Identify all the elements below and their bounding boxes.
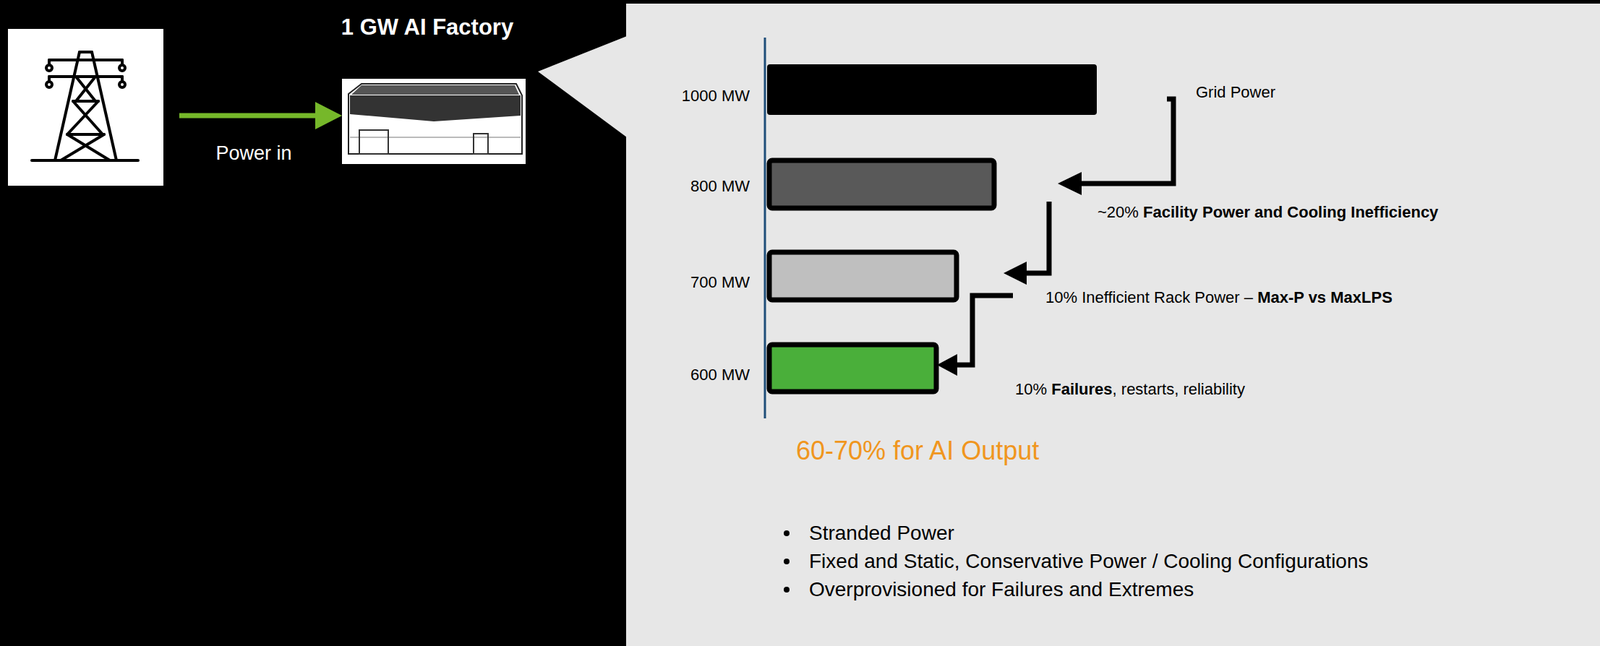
bar-grid xyxy=(767,64,1097,115)
text-line: 60-70% for AI Output xyxy=(796,435,1039,467)
bar-value: 1000 MW xyxy=(681,86,750,105)
bar-value: 700 MW xyxy=(690,273,750,292)
bullet-item: Stranded Power xyxy=(809,522,955,545)
axis-line xyxy=(764,37,767,419)
leader-arrows xyxy=(952,99,1174,366)
bar-output xyxy=(769,344,937,392)
factory-illustration xyxy=(348,83,523,154)
text-line: 600 MW xyxy=(690,365,750,385)
annotation: 10% xyxy=(1015,380,1047,399)
text-line: Stranded Power xyxy=(809,521,955,546)
bullet-item: Fixed and Static, Conservative Power / C… xyxy=(809,550,1369,573)
tower-icon-box xyxy=(7,28,164,186)
text-line: 1 GW AI Factory xyxy=(341,13,514,41)
annotation: Failures xyxy=(1051,380,1112,399)
text-line: Overprovisioned for Failures and Extreme… xyxy=(809,577,1194,603)
bullet-dot xyxy=(783,530,790,537)
arrow-head xyxy=(937,354,958,376)
bar-value: 800 MW xyxy=(690,177,750,196)
bar-facility xyxy=(769,160,995,209)
bullet-dot xyxy=(783,558,790,565)
factory-box xyxy=(341,78,526,165)
annotation: , restarts, reliability xyxy=(1112,380,1246,399)
annotation: Grid Power xyxy=(1195,83,1276,102)
annotation: ~20% xyxy=(1097,203,1139,222)
text-line: 800 MW xyxy=(690,177,750,196)
text-line: Power in xyxy=(215,141,292,165)
annotation: Facility Power and Cooling Inefficiency xyxy=(1143,203,1439,222)
callout-wedge xyxy=(537,36,627,138)
text-line: Fixed and Static, Conservative Power / C… xyxy=(809,549,1369,575)
factory-title: 1 GW AI Factory xyxy=(341,14,514,40)
text-line: 700 MW xyxy=(690,273,750,293)
power-tower-icon xyxy=(31,52,139,161)
arrow-label: Power in xyxy=(215,142,292,165)
arrow-head xyxy=(1057,172,1082,196)
bullet-dot xyxy=(783,587,790,593)
arrow-head xyxy=(315,101,342,130)
panel xyxy=(626,3,1600,646)
summary-label: 60-70% for AI Output xyxy=(796,435,1039,466)
text-line: ~20%Facility Power and Cooling Inefficie… xyxy=(1097,203,1439,222)
annotation: Max-P vs MaxLPS xyxy=(1257,288,1393,307)
bar-value: 600 MW xyxy=(690,365,750,384)
text-line: 1000 MW xyxy=(681,86,750,106)
bar-rack xyxy=(769,252,957,301)
text-line: Grid Power xyxy=(1195,83,1276,102)
text-line: 10% Inefficient Rack Power –Max-P vs Max… xyxy=(1045,288,1393,308)
text-line: 10%Failures, restarts, reliability xyxy=(1015,380,1246,400)
bullet-item: Overprovisioned for Failures and Extreme… xyxy=(809,578,1194,601)
arrow-head xyxy=(1003,261,1027,285)
annotation: 10% Inefficient Rack Power – xyxy=(1045,288,1253,307)
power-arrow xyxy=(179,113,319,119)
